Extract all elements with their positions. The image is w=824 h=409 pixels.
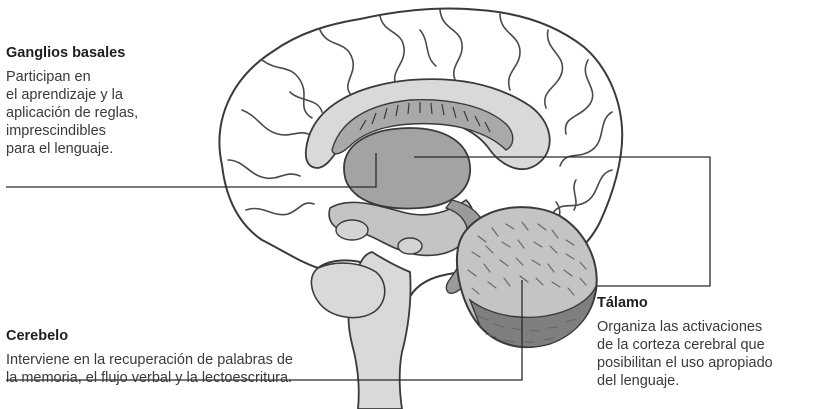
ventricle-band [331,99,514,155]
label-talamo: Tálamo Organiza las activaciones de la c… [597,295,822,390]
basal-ganglia-striations [359,102,491,133]
cerebellum-lower-folia [468,285,597,348]
mammillary-body [397,237,423,255]
leader-ganglios [6,153,377,188]
label-talamo-title: Tálamo [597,295,648,311]
label-ganglios-title: Ganglios basales [6,45,126,61]
label-cerebelo-title: Cerebelo [6,328,69,344]
label-cerebelo: Cerebelo Interviene en la recuperación d… [6,328,406,387]
leader-lines [6,153,711,381]
label-cerebelo-description: Interviene en la recuperación de palabra… [6,352,293,386]
leader-talamo [414,156,711,287]
hypothalamus-nucleus [335,219,369,241]
cerebellum [456,206,598,349]
label-talamo-description: Organiza las activaciones de la corteza … [597,319,773,389]
label-ganglios-description: Participan en el aprendizaje y la aplica… [6,69,139,157]
thalamus-mass [343,127,471,210]
cerebellum-texture [467,221,587,343]
pons [310,262,386,319]
label-ganglios-basales: Ganglios basales Participan en el aprend… [6,45,206,158]
leader-cerebelo [6,280,523,381]
